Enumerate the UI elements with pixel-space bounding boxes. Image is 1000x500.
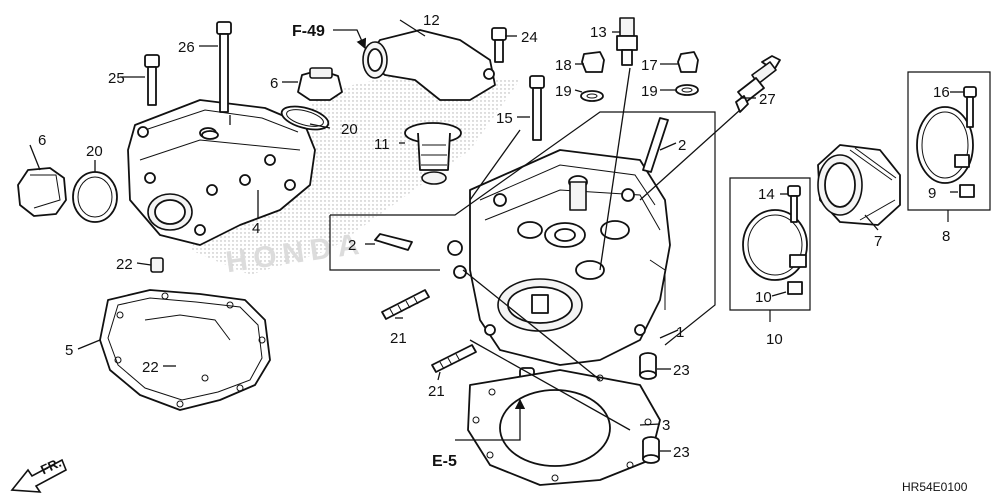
callout-17: 17 xyxy=(641,57,658,74)
bolt-26 xyxy=(201,21,232,140)
callout-14: 14 xyxy=(758,186,775,203)
dowel-22-upper xyxy=(150,257,164,273)
callout-20-left: 20 xyxy=(86,143,103,160)
callout-23-upper: 23 xyxy=(673,362,690,379)
callout-10-right: 9 xyxy=(928,185,936,202)
reference-f49: F-49 xyxy=(292,23,325,40)
callout-10-left: 10 xyxy=(755,289,772,306)
water-outlet-12 xyxy=(362,29,496,101)
screw-14 xyxy=(787,185,801,223)
callout-19-right: 19 xyxy=(641,83,658,100)
callout-13: 13 xyxy=(590,24,607,41)
callout-2-lower: 2 xyxy=(348,237,356,254)
reference-e5: E-5 xyxy=(432,453,457,470)
callout-23-lower: 23 xyxy=(673,444,690,461)
diagram-code: HR54E0100 xyxy=(902,480,968,494)
clamp-9 xyxy=(742,209,808,295)
bolt-25 xyxy=(144,54,160,106)
thermostat-11 xyxy=(404,122,462,185)
cover-gasket-5 xyxy=(99,289,271,411)
callout-16: 16 xyxy=(933,84,950,101)
callout-24: 24 xyxy=(521,29,538,46)
filler-cap-6-top xyxy=(297,67,343,101)
leader-lines xyxy=(29,19,964,452)
dowel-23-upper xyxy=(639,352,657,380)
callout-6-left: 6 xyxy=(38,132,46,149)
callout-21-lower: 21 xyxy=(428,383,445,400)
callout-3: 3 xyxy=(662,417,670,434)
head-gasket-3 xyxy=(467,369,661,486)
reference-arrow-f49 xyxy=(333,29,367,50)
bracket-box-9 xyxy=(729,177,811,322)
washer-19-right xyxy=(675,84,699,96)
callout-21-upper: 21 xyxy=(390,330,407,347)
callout-18: 18 xyxy=(555,57,572,74)
callout-27: 27 xyxy=(759,91,776,108)
callout-6-top: 6 xyxy=(270,75,278,92)
insulator-7 xyxy=(817,144,901,226)
spark-plug-27 xyxy=(735,55,781,113)
callout-9: 10 xyxy=(766,331,783,348)
callout-4: 4 xyxy=(252,220,260,237)
callout-22-lower: 22 xyxy=(142,359,159,376)
callout-25: 25 xyxy=(108,70,125,87)
bolt-24 xyxy=(491,27,507,63)
washer-19-left xyxy=(580,90,604,102)
temp-sensor-13 xyxy=(616,17,638,66)
callout-7: 7 xyxy=(874,233,882,250)
callout-11: 11 xyxy=(374,136,390,153)
stud-bolt-21-lower xyxy=(431,344,477,373)
callout-1: 1 xyxy=(676,324,684,341)
gasket-20-upper xyxy=(280,105,330,131)
callout-8: 8 xyxy=(942,228,950,245)
filler-cap-6-left xyxy=(17,167,67,217)
clamp-8 xyxy=(916,106,975,198)
o-ring-20-left xyxy=(72,171,118,223)
reference-arrow-e5 xyxy=(455,398,526,441)
dowel-pin-2-lower xyxy=(374,233,413,251)
bracket-box-8 xyxy=(907,71,991,222)
stud-15 xyxy=(529,75,545,141)
cylinder-head xyxy=(447,149,671,381)
callout-19-left: 19 xyxy=(555,83,572,100)
callout-20-upper: 20 xyxy=(341,121,358,138)
callout-26: 26 xyxy=(178,39,195,56)
dowel-23-lower xyxy=(642,436,660,464)
callout-22-upper: 22 xyxy=(116,256,133,273)
front-arrow xyxy=(10,458,68,493)
stud-bolt-21-upper xyxy=(381,289,430,320)
dowel-pin-2-upper xyxy=(642,117,669,173)
callout-5: 5 xyxy=(65,342,73,359)
cap-nut-17 xyxy=(677,51,699,73)
cap-nut-18 xyxy=(581,51,605,73)
callout-numbers: 1 2 2 3 4 5 6 6 7 8 9 10 10 11 12 13 14 … xyxy=(38,12,950,461)
callout-15: 15 xyxy=(496,110,513,127)
assembly-outline xyxy=(329,111,716,346)
callout-12: 12 xyxy=(423,12,440,29)
callout-2-upper: 2 xyxy=(678,137,686,154)
